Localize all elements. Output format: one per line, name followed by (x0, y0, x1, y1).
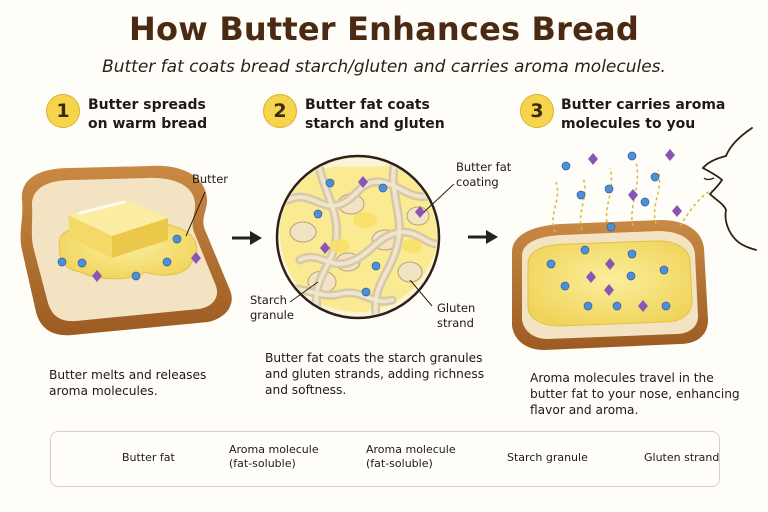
arrow-1 (232, 231, 262, 245)
legend-aroma-purple-label: Aroma molecule (fat-soluble) (366, 443, 456, 471)
starch-granule (290, 222, 316, 242)
aroma-molecule-blue (605, 185, 613, 193)
aroma-molecule-blue (628, 152, 636, 160)
label-starch-granule: Starch granule (250, 293, 294, 323)
label-butter: Butter (192, 172, 228, 187)
legend-aroma-blue-line1: Aroma molecule (229, 443, 319, 457)
step-3-caption-line3: flavor and aroma. (530, 402, 740, 418)
label-gluten-strand-line1: Gluten (437, 301, 475, 316)
nostril-icon (704, 178, 714, 180)
label-starch-granule-line1: Starch (250, 293, 294, 308)
aroma-molecule-blue (561, 282, 569, 290)
step-2-caption-line3: and softness. (265, 382, 484, 398)
aroma-molecule-blue (562, 162, 570, 170)
aroma-molecule-blue (326, 179, 334, 187)
aroma-molecule-purple (588, 153, 598, 165)
aroma-molecule-blue (607, 223, 615, 231)
aroma-molecule-blue (641, 198, 649, 206)
aroma-molecule-blue (547, 260, 555, 268)
step-2-caption-line1: Butter fat coats the starch granules (265, 350, 484, 366)
aroma-molecule-blue (581, 246, 589, 254)
step-2-caption-line2: and gluten strands, adding richness (265, 366, 484, 382)
aroma-molecule-blue (173, 235, 181, 243)
aroma-molecule-blue (132, 272, 140, 280)
bread-slice-3 (512, 149, 712, 350)
aroma-molecule-blue (362, 288, 370, 296)
aroma-molecule-purple (672, 205, 682, 217)
face-profile-icon (703, 128, 756, 250)
aroma-molecule-blue (627, 272, 635, 280)
legend-aroma-purple-line1: Aroma molecule (366, 443, 456, 457)
aroma-molecule-blue (314, 210, 322, 218)
label-gluten-strand-line2: strand (437, 316, 475, 331)
legend-starch-granule-label: Starch granule (507, 451, 588, 465)
starch-granule (398, 262, 422, 282)
step-3-caption: Aroma molecules travel in the butter fat… (530, 370, 740, 418)
aroma-molecule-blue (372, 262, 380, 270)
aroma-molecule-blue (58, 258, 66, 266)
step-1-caption: Butter melts and releases aroma molecule… (49, 367, 206, 399)
label-butter-fat-coating-line1: Butter fat (456, 160, 511, 175)
aroma-molecule-blue (662, 302, 670, 310)
aroma-molecule-purple (665, 149, 675, 161)
bread-slice-1 (21, 166, 232, 335)
step-3-caption-line2: butter fat to your nose, enhancing (530, 386, 740, 402)
aroma-molecule-purple (628, 189, 638, 201)
step-1-caption-line2: aroma molecules. (49, 383, 206, 399)
aroma-molecule-blue (163, 258, 171, 266)
aroma-molecule-blue (584, 302, 592, 310)
legend-aroma-blue-line2: (fat-soluble) (229, 457, 319, 471)
step-3-caption-line1: Aroma molecules travel in the (530, 370, 740, 386)
label-gluten-strand: Gluten strand (437, 301, 475, 331)
magnified-view (277, 156, 454, 318)
aroma-molecule-blue (660, 266, 668, 274)
legend-aroma-purple-line2: (fat-soluble) (366, 457, 456, 471)
aroma-molecule-blue (577, 191, 585, 199)
label-starch-granule-line2: granule (250, 308, 294, 323)
step-1-caption-line1: Butter melts and releases (49, 367, 206, 383)
aroma-molecule-blue (379, 184, 387, 192)
legend-butter-fat-label: Butter fat (122, 451, 175, 465)
arrow-2 (468, 230, 498, 244)
label-butter-fat-coating: Butter fat coating (456, 160, 511, 190)
aroma-molecule-blue (78, 259, 86, 267)
legend-aroma-blue-label: Aroma molecule (fat-soluble) (229, 443, 319, 471)
aroma-molecule-blue (651, 173, 659, 181)
aroma-molecule-blue (613, 302, 621, 310)
aroma-molecule-blue (628, 250, 636, 258)
legend-gluten-strand-label: Gluten strand (644, 451, 719, 465)
label-butter-fat-coating-line2: coating (456, 175, 511, 190)
step-2-caption: Butter fat coats the starch granules and… (265, 350, 484, 398)
